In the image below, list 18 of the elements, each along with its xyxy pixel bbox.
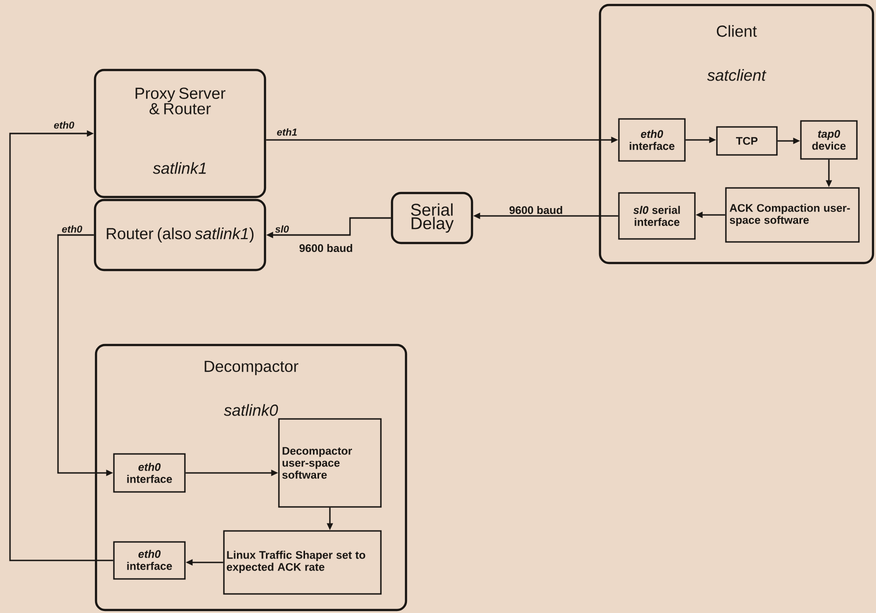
process-box: tap0 device [800, 120, 858, 160]
port-label: eth1 [277, 128, 297, 136]
process-box: sl0 serial interface [618, 192, 696, 240]
rounded-box: Serial Delay [390, 192, 474, 244]
port-label: eth0 [62, 225, 82, 233]
process-box: Decompactor user-space software [278, 418, 382, 508]
rounded-box: Router (also satlink1) [94, 198, 266, 272]
port-label: sl0 [275, 225, 289, 233]
edge-label: 9600 baud [508, 204, 564, 216]
arrow [9, 130, 114, 562]
edge-label: 9600 baud [298, 242, 354, 254]
process-box: eth0 interface [113, 453, 186, 493]
process-box: eth0 interface [113, 541, 186, 580]
process-box: eth0 interface [618, 118, 686, 162]
process-box: ACK Compaction user-space software [725, 187, 860, 243]
port-label: eth0 [54, 121, 74, 129]
process-box: Linux Traffic Shaper set to expected ACK rate [223, 530, 382, 595]
process-box: TCP [716, 126, 778, 156]
